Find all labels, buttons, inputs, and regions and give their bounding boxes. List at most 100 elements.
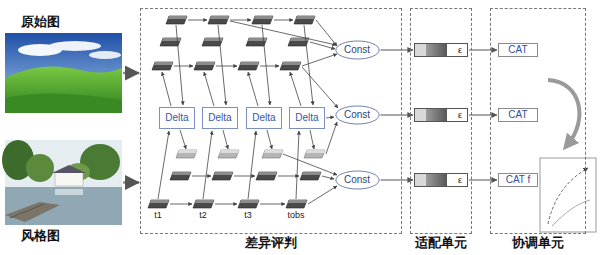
time-step-label: t1 <box>154 211 162 220</box>
flow-line <box>326 122 337 154</box>
step-box <box>238 62 259 70</box>
const-ellipse: Const <box>335 105 380 125</box>
result-plot <box>540 158 596 232</box>
flow-line <box>262 25 270 105</box>
photo-dock-edge <box>10 204 44 218</box>
photo-sky <box>5 33 122 113</box>
epsilon-label: ε <box>458 176 462 185</box>
cat-label: CAT <box>508 45 527 55</box>
flow-line <box>180 130 186 149</box>
flow-line <box>176 25 183 105</box>
module-frame: CATCATCAT f协调单元 <box>490 8 586 234</box>
photo-roof <box>52 165 86 173</box>
flow-line <box>310 42 335 49</box>
step-box <box>262 150 283 158</box>
photo-hill <box>5 93 122 113</box>
flow-line <box>170 204 192 205</box>
flow-line <box>223 130 228 149</box>
module-frame: DeltaDeltaDeltaDeltaConstConstConst差异评判 <box>140 8 402 234</box>
connector-arrow <box>381 50 414 51</box>
delta-box: Delta <box>246 107 282 129</box>
flow-line <box>218 25 226 105</box>
module-frame: εεε适配单元 <box>410 8 472 234</box>
flow-line <box>260 204 285 205</box>
flow-line <box>316 20 337 46</box>
cat-box: CAT f <box>498 173 538 187</box>
flow-line <box>326 117 334 118</box>
flow-line <box>174 66 193 67</box>
image-title: 原始图 <box>21 14 60 29</box>
module-title: 协调单元 <box>512 235 564 250</box>
flow-line <box>302 67 338 108</box>
time-step-label: tobs <box>287 211 304 220</box>
flow-line <box>230 21 336 45</box>
photo-dock <box>5 202 60 222</box>
step-box <box>238 200 259 208</box>
step-box <box>218 150 239 158</box>
delta-label: Delta <box>252 113 275 123</box>
ellipse-outline <box>335 106 378 124</box>
step-box <box>294 16 315 24</box>
photo-hill <box>5 66 122 113</box>
flow-line <box>188 20 207 21</box>
const-label: Const <box>344 175 370 185</box>
step-box <box>176 150 197 158</box>
photo-cloud <box>49 41 101 51</box>
delta-box: Delta <box>159 107 195 129</box>
cat-label: CAT f <box>506 175 531 185</box>
flow-line <box>234 176 255 177</box>
step-box <box>148 200 169 208</box>
step-box <box>304 150 325 158</box>
flow-line <box>215 204 237 205</box>
photo-building <box>55 172 83 186</box>
step-box <box>300 172 321 180</box>
flow-line <box>248 72 258 106</box>
photo-tree <box>26 154 54 182</box>
flow-line <box>302 54 337 66</box>
const-label: Const <box>344 45 370 55</box>
flow-line <box>274 20 293 21</box>
connector-arrow <box>123 181 139 184</box>
connector-arrow <box>381 180 414 181</box>
flow-line <box>260 66 279 67</box>
step-box <box>193 200 214 208</box>
time-step-label: t2 <box>199 211 207 220</box>
step-box <box>212 172 233 180</box>
connector-arrow <box>469 115 497 116</box>
photo-reflection <box>55 189 83 195</box>
flow-line <box>310 130 314 149</box>
image-panel: 风格图 <box>5 140 122 225</box>
delta-label: Delta <box>295 113 318 123</box>
step-box <box>286 200 307 208</box>
const-ellipse: Const <box>335 170 380 190</box>
image-panel: 原始图 <box>5 33 122 113</box>
cat-box: CAT <box>498 43 538 57</box>
const-ellipse: Const <box>335 40 380 60</box>
adapter-bar: ε <box>414 173 468 187</box>
connector-arrow <box>381 115 414 116</box>
step-box <box>166 16 187 24</box>
adapter-bar: ε <box>414 108 468 122</box>
step-box <box>256 172 277 180</box>
flow-line <box>203 131 212 199</box>
connector-arrow <box>469 50 497 51</box>
connector-arrow <box>123 72 139 75</box>
delta-label: Delta <box>208 113 231 123</box>
step-box <box>170 172 191 180</box>
step-box <box>194 62 215 70</box>
curved-arrow <box>548 80 579 144</box>
cat-box: CAT <box>498 108 538 122</box>
photo-cloud <box>89 51 121 59</box>
delta-box: Delta <box>202 107 238 129</box>
epsilon-label: ε <box>458 111 462 120</box>
ellipse-outline <box>335 171 378 189</box>
flow-line <box>283 154 337 175</box>
flow-line <box>216 66 237 67</box>
flow-line <box>278 176 299 177</box>
flow-line <box>308 186 337 204</box>
plot-curve <box>552 200 590 226</box>
module-title: 适配单元 <box>415 235 467 250</box>
epsilon-label: ε <box>458 46 462 55</box>
time-step-label: t3 <box>244 211 252 220</box>
